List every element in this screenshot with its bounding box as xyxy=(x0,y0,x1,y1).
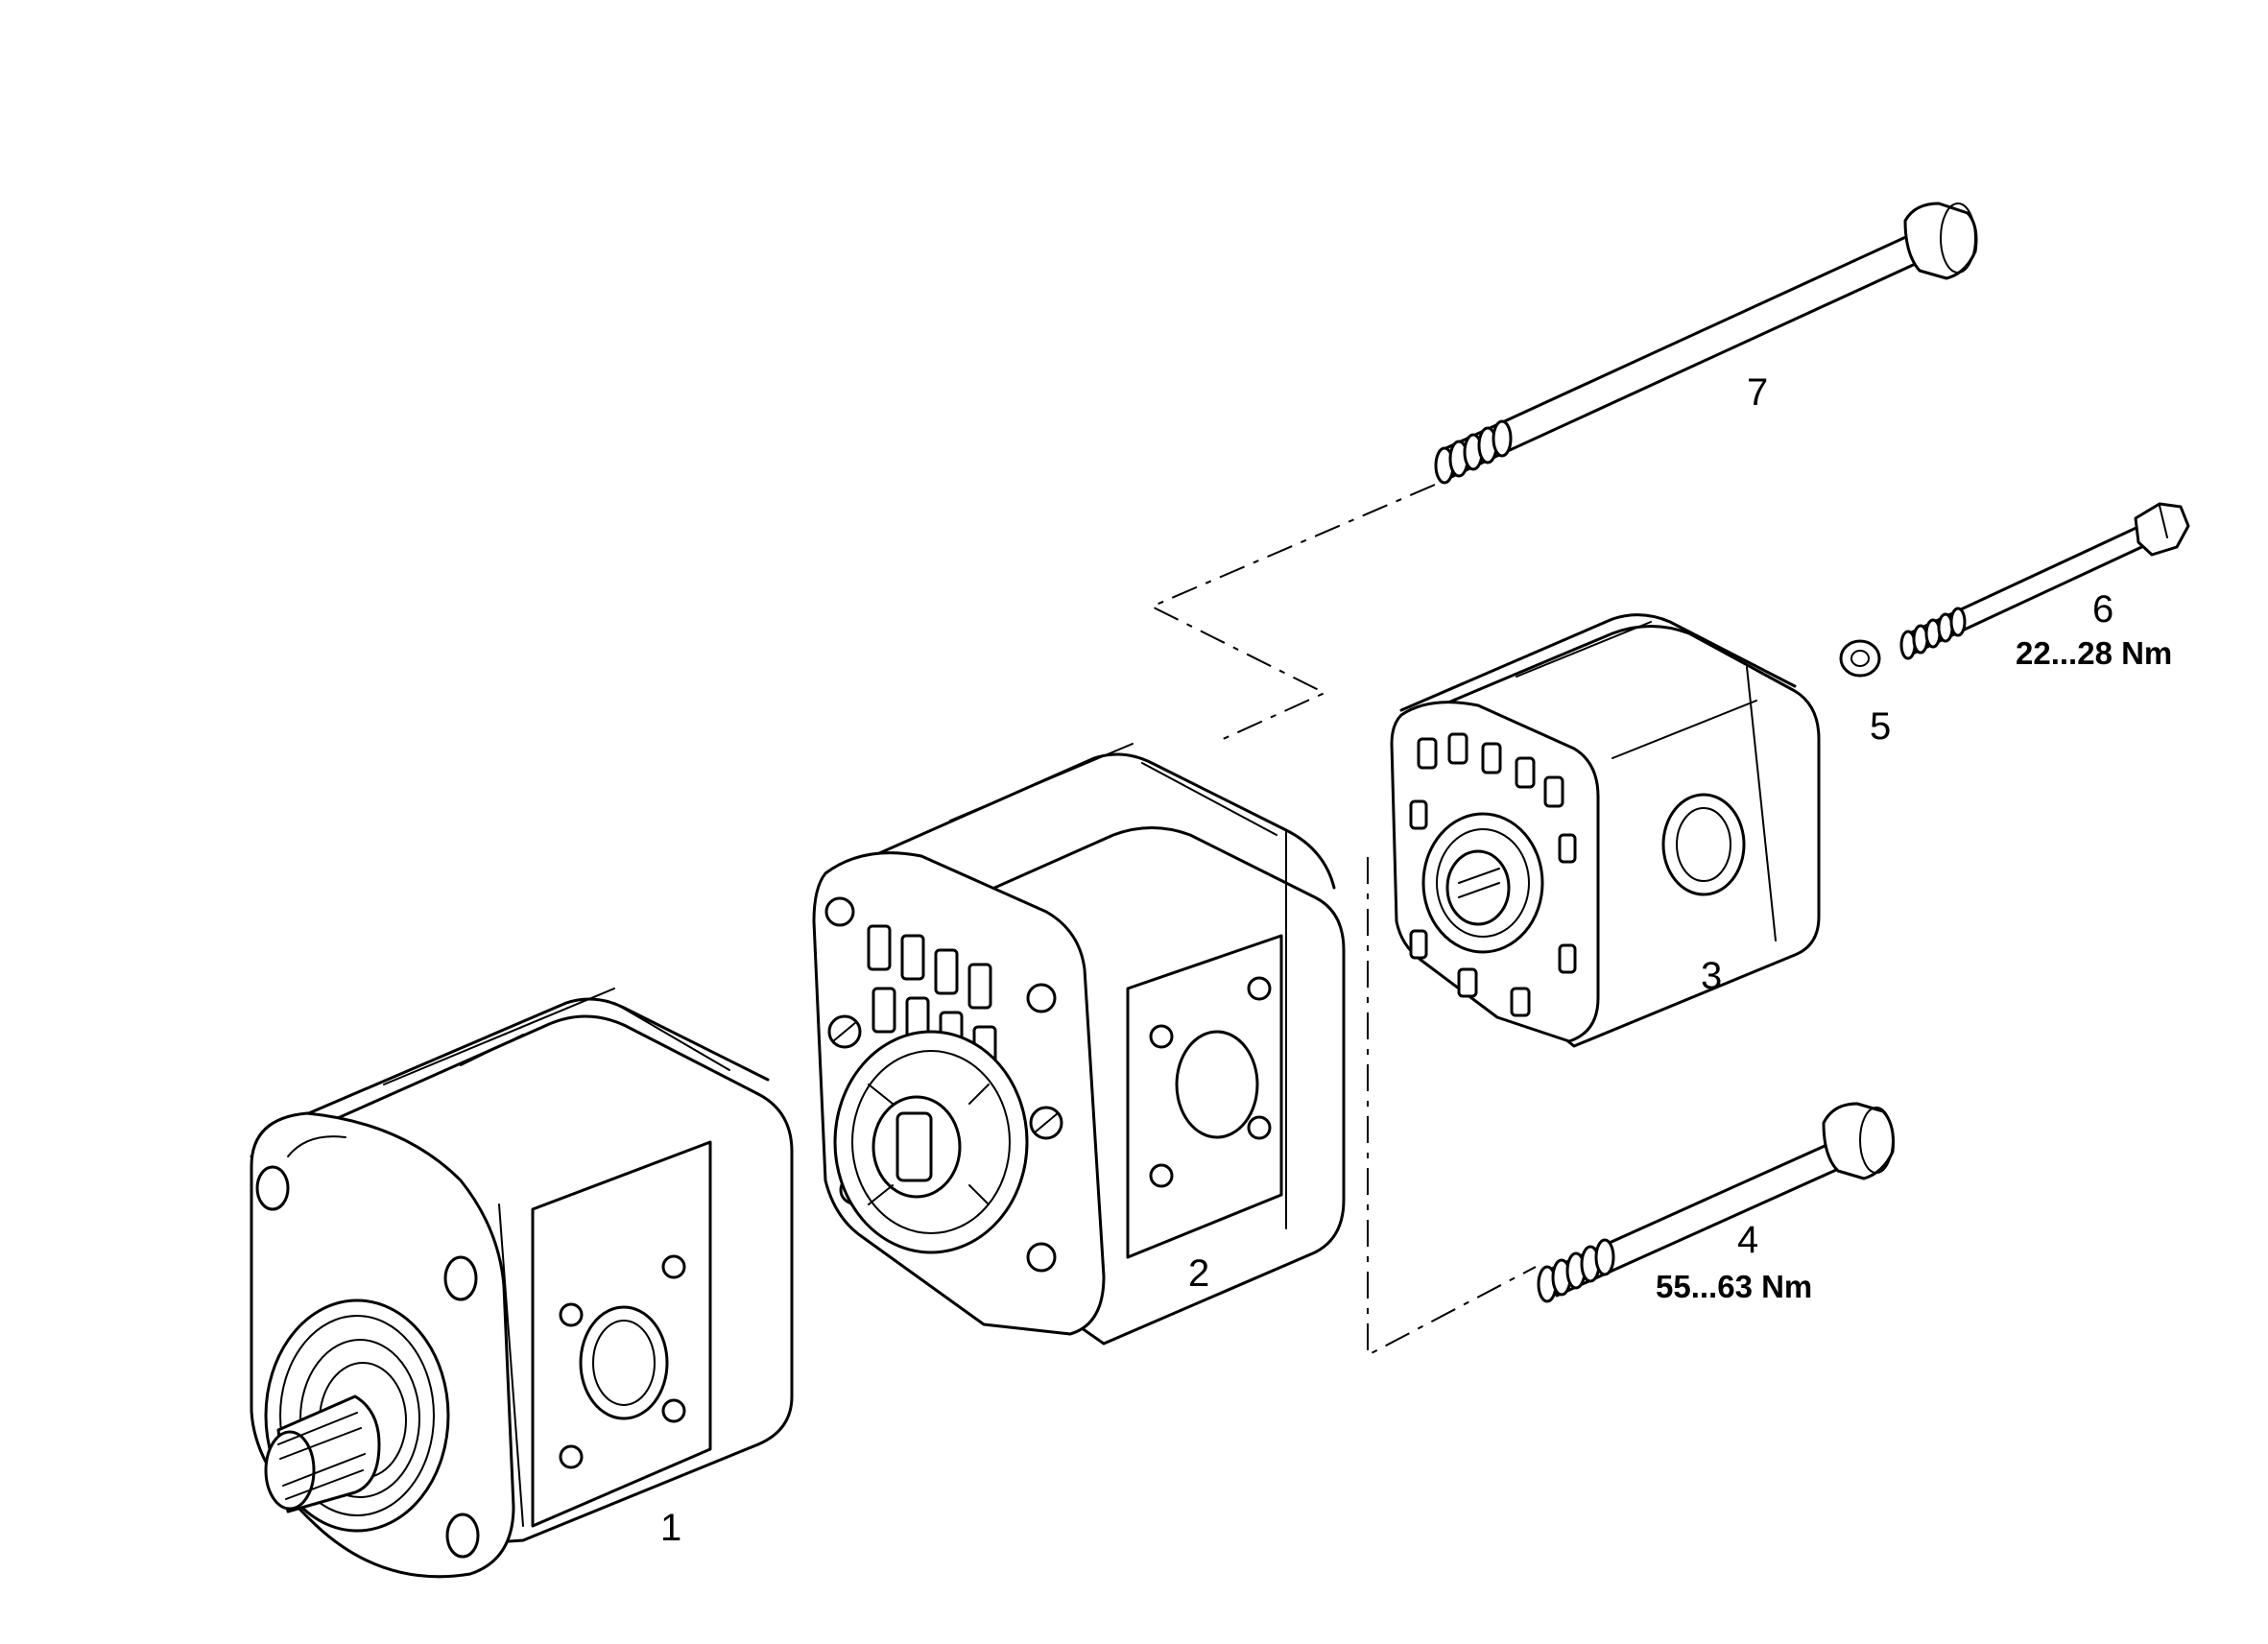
callout-7: 7 xyxy=(1747,371,1768,414)
part-3-rear-pump-body xyxy=(1390,613,1821,1048)
part-3-flange-pockets xyxy=(1409,732,1577,1017)
part-6-thread xyxy=(1899,607,1967,660)
part-7-long-bolt xyxy=(1434,202,1978,485)
callout-1: 1 xyxy=(660,1507,681,1549)
part-6-hex-bolt xyxy=(1899,502,2190,660)
callout-3: 3 xyxy=(1701,955,1722,997)
callout-2: 2 xyxy=(1188,1252,1209,1295)
callout-4: 4 xyxy=(1737,1219,1758,1261)
torque-4: 55...63 Nm xyxy=(1656,1269,1812,1304)
part-4-thread xyxy=(1537,1238,1615,1303)
callout-6: 6 xyxy=(2092,588,2113,631)
part-2-middle-pump-body xyxy=(812,743,1346,1346)
part-5-washer xyxy=(1839,639,1881,678)
assembly-guide-lines xyxy=(1149,484,1537,1357)
callout-5: 5 xyxy=(1870,705,1891,748)
part-7-thread xyxy=(1434,419,1513,485)
part-4-bolt xyxy=(1537,1102,1895,1303)
torque-6: 22...28 Nm xyxy=(2016,635,2172,671)
part-1-front-pump-body xyxy=(250,988,794,1579)
